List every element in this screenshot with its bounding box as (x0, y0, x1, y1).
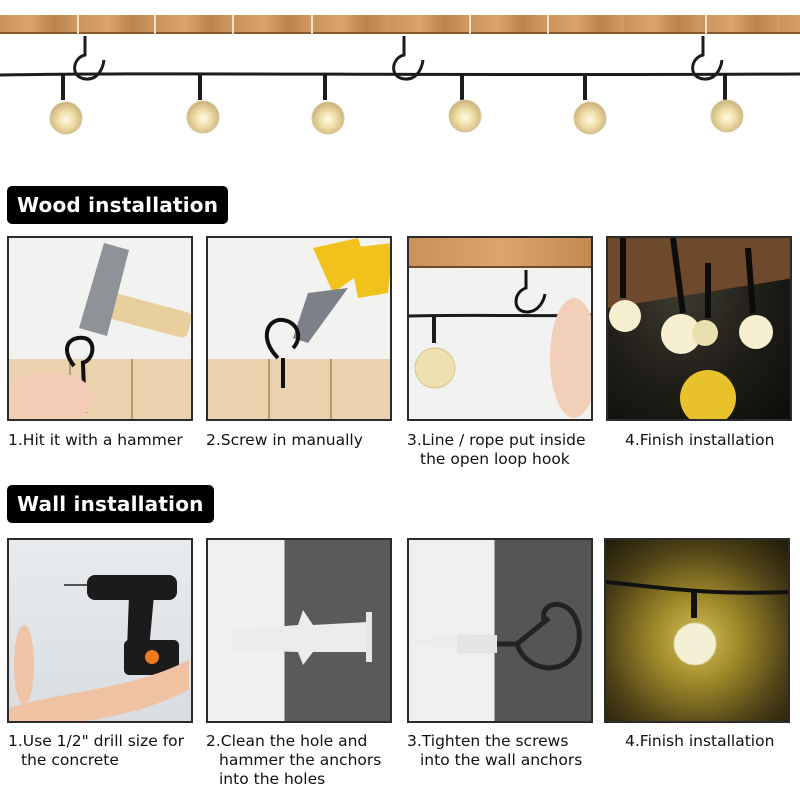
step-image-finished-wood (606, 236, 792, 421)
hero-banner (0, 0, 800, 150)
step-image-drill (7, 538, 193, 723)
step-caption: 4.Finish installation (625, 431, 775, 449)
wooden-beam (0, 15, 800, 34)
step-image-pliers (206, 236, 392, 421)
step-caption: 1.Hit it with a hammer (8, 431, 183, 449)
section-title-wood: Wood installation (7, 186, 229, 224)
step-caption: 2.Screw in manually (206, 431, 363, 449)
step-image-hook-anchor (407, 538, 593, 723)
step-caption: 4.Finish installation (625, 732, 775, 750)
string-lights-illustration (0, 36, 800, 135)
step-image-anchor (206, 538, 392, 723)
section-title-wall: Wall installation (7, 485, 214, 523)
bulb-icon (49, 75, 744, 135)
hook-icon (73, 36, 724, 81)
step-image-hammer (7, 236, 193, 421)
step-image-rope-hook (407, 236, 593, 421)
step-image-finished-wall (604, 538, 790, 723)
